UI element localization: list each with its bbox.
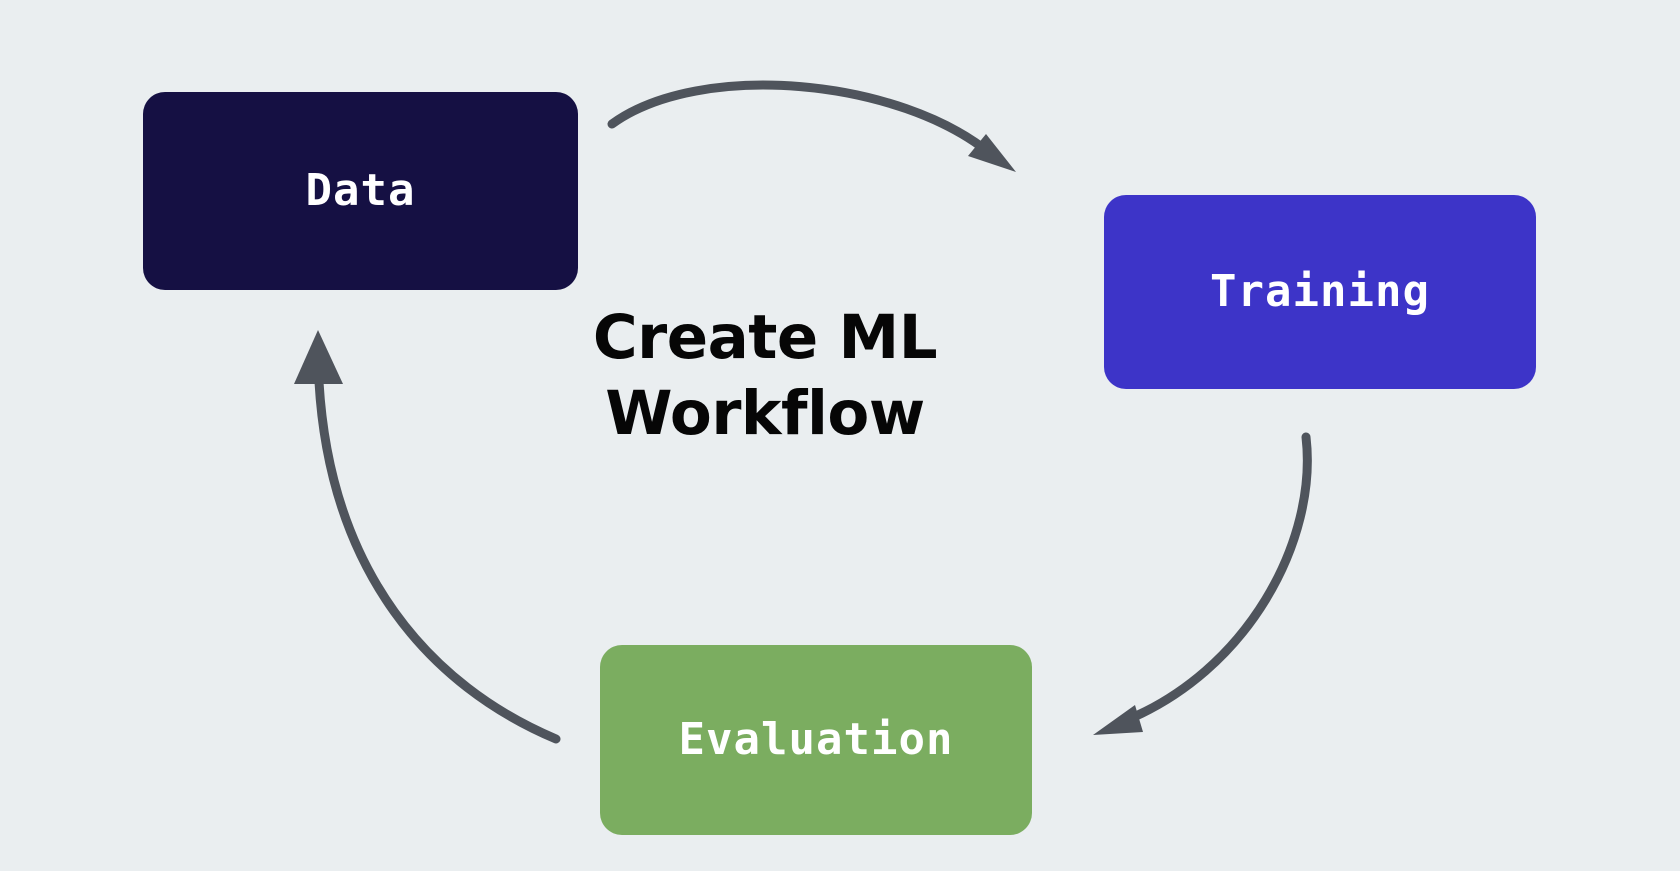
node-training[interactable]: Training [1104,195,1536,389]
node-data[interactable]: Data [143,92,578,290]
node-evaluation[interactable]: Evaluation [600,645,1032,835]
node-training-label: Training [1210,266,1430,317]
edge-training-to-evaluation [1093,432,1312,735]
arrowhead-icon [968,134,1016,172]
curved-arrow-icon [1117,432,1312,727]
edge-evaluation-to-data [294,330,561,744]
arrowhead-icon [294,330,343,384]
curved-arrow-icon [607,80,997,160]
edge-data-to-training [607,80,1016,172]
arrowhead-icon [1093,705,1143,735]
diagram-title-line-1: Create ML [592,302,938,373]
diagram-title-line-2: Workflow [605,377,925,449]
diagram-title: Create ML Workflow [530,300,1000,451]
node-evaluation-label: Evaluation [678,714,954,765]
node-data-label: Data [305,165,416,216]
curved-arrow-icon [314,377,561,744]
